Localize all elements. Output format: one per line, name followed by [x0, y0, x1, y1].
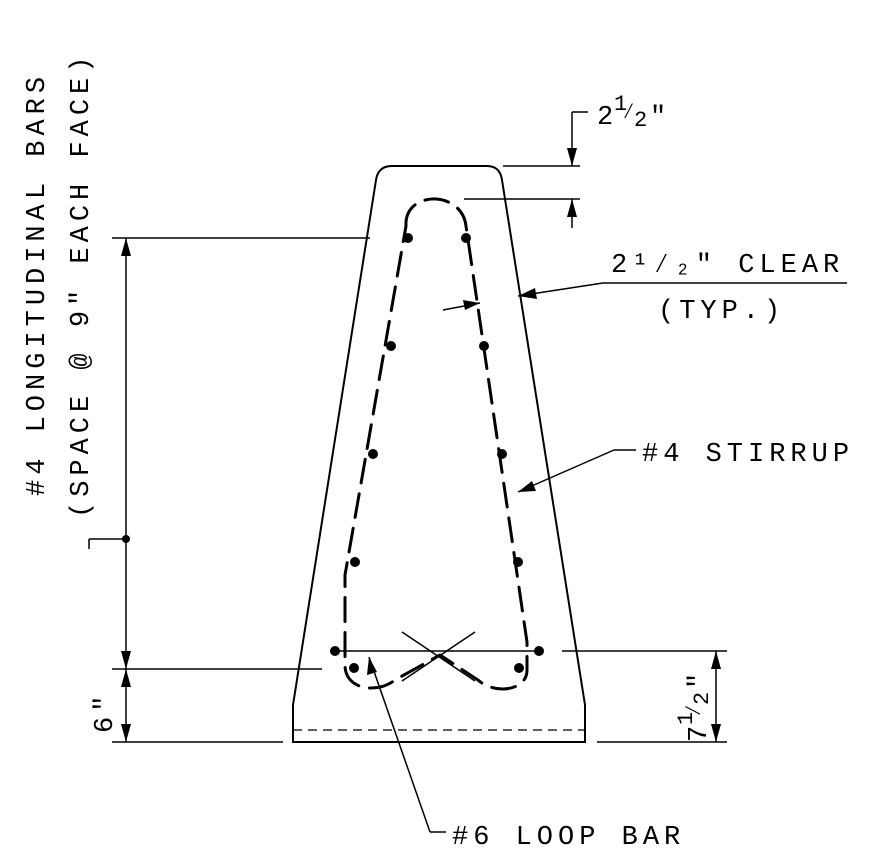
rebar: [513, 557, 523, 567]
typical-label: (TYP.): [658, 297, 785, 327]
bottom-right-dimension-label: 7 1 ⁄ 2 ": [674, 668, 715, 742]
rebar: [514, 663, 524, 673]
stirrup: [343, 197, 529, 691]
loop-bar-label: #6 LOOP BAR: [452, 823, 685, 853]
rebar: [386, 341, 396, 351]
clear-cover-leader: [442, 282, 847, 311]
loop-bar-leader: [367, 656, 446, 833]
rebar: [349, 663, 359, 673]
rebar: [403, 233, 413, 243]
rebar: [479, 341, 489, 351]
top-cover-dimension: [464, 111, 588, 228]
rebar-group: [330, 233, 544, 673]
left-dimension: [88, 237, 370, 743]
bottom-right-dimension: [562, 650, 727, 743]
clear-cover-label: 2¹⁄₂" CLEAR: [611, 251, 844, 281]
longitudinal-bars-label: #4 LONGITUDINAL BARS: [23, 72, 53, 496]
loop-bar: [336, 631, 540, 682]
rebar: [368, 449, 378, 459]
rebar: [497, 449, 507, 459]
stirrup-leader: [517, 449, 636, 493]
rebar: [461, 233, 471, 243]
rebar: [534, 646, 544, 656]
rebar: [330, 646, 340, 656]
barrier-outline: [292, 165, 586, 743]
bottom-left-dimension-label: 6": [91, 691, 121, 733]
stirrup-label: #4 STIRRUP: [642, 440, 854, 470]
top-cover-label: 2 1 ⁄ 2 ": [597, 92, 671, 133]
rebar: [350, 557, 360, 567]
longitudinal-spacing-label: (SPACE @ 9" EACH FACE): [67, 52, 97, 518]
